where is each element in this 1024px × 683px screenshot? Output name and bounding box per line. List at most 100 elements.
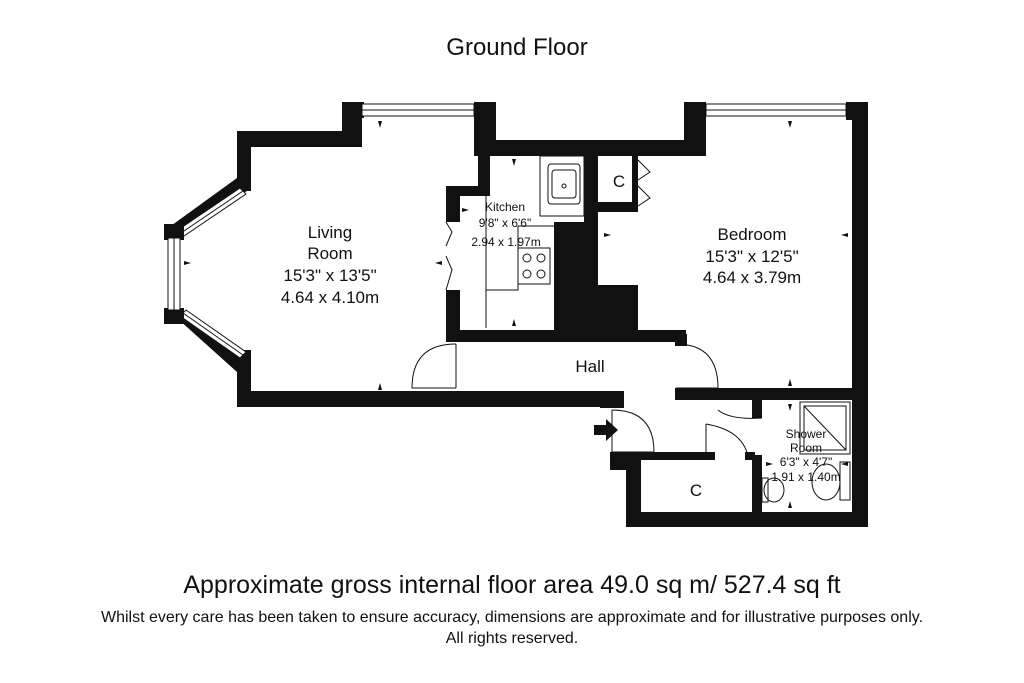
sink-drain xyxy=(561,183,567,189)
floor-title: Ground Floor xyxy=(446,34,587,61)
shower-tray-inner xyxy=(803,405,847,451)
disclaimer-line1: Whilst every care has been taken to ensu… xyxy=(100,609,924,626)
dimension-arrow xyxy=(841,462,848,466)
wall-segment xyxy=(446,290,460,342)
wall-segment xyxy=(640,452,706,460)
living-door xyxy=(411,343,457,389)
bay-window xyxy=(164,178,251,372)
wall-segment xyxy=(675,334,687,346)
washbasin-icon xyxy=(839,461,851,501)
window-pane-line xyxy=(180,190,244,234)
shower-room-name-line1: Shower xyxy=(786,427,827,441)
wall-segment xyxy=(168,310,251,372)
cupboard-bottom-label: C xyxy=(690,481,702,500)
kitchen-name: Kitchen xyxy=(485,200,525,214)
dimension-arrow xyxy=(841,233,848,237)
wall-segment xyxy=(675,388,855,400)
hall-name: Hall xyxy=(575,357,604,376)
hob-ring xyxy=(536,253,546,263)
wall-segment xyxy=(626,452,641,527)
top-windows xyxy=(361,103,847,117)
chimney-breast xyxy=(598,285,638,335)
sink-icon xyxy=(547,163,581,205)
wall-segment xyxy=(632,156,638,212)
toilet-icon xyxy=(763,477,785,503)
hob-ring xyxy=(522,269,532,279)
worktop xyxy=(539,155,585,217)
dimension-arrow xyxy=(788,404,792,411)
wall-segment xyxy=(168,178,251,236)
shower-room-name-line2: Room xyxy=(790,441,822,455)
room-labels: Living Room 15'3" x 13'5" 4.64 x 4.10m K… xyxy=(281,172,841,500)
wall-segment xyxy=(852,102,868,526)
shower-room-metric: 1.91 x 1.40m xyxy=(771,470,840,484)
sink-bowl xyxy=(551,169,577,199)
entrance-arrow-icon xyxy=(594,419,618,441)
bedroom-door xyxy=(675,343,719,389)
toilet-cistern xyxy=(761,477,769,503)
living-room-imperial: 15'3" x 13'5" xyxy=(283,266,376,285)
wall-segment xyxy=(446,186,486,196)
dimension-arrow xyxy=(378,383,382,390)
wall-segment xyxy=(474,140,684,156)
bedroom-metric: 4.64 x 3.79m xyxy=(703,268,801,287)
living-room-name-line1: Living xyxy=(308,223,352,242)
wall-segment xyxy=(626,512,868,527)
cupboard-door xyxy=(637,159,651,207)
dimension-arrow xyxy=(435,261,442,265)
bifold-door xyxy=(445,221,453,291)
dimension-arrow xyxy=(604,233,611,237)
shower-tray-diagonal xyxy=(803,405,847,451)
dimension-arrow xyxy=(378,121,382,128)
dimension-markers xyxy=(184,121,848,508)
wall-segment xyxy=(705,452,715,460)
disclaimer-line2: All rights reserved. xyxy=(445,630,579,647)
shower-room-imperial: 6'3" x 4'7" xyxy=(780,455,832,469)
dimension-arrow xyxy=(512,319,516,326)
dimension-arrow xyxy=(512,159,516,166)
kitchen-metric: 2.94 x 1.97m xyxy=(471,235,540,249)
bedroom-name: Bedroom xyxy=(718,225,787,244)
cupboard-top-label: C xyxy=(613,172,625,191)
disclaimer: Whilst every care has been taken to ensu… xyxy=(0,607,1024,649)
wall-segment xyxy=(478,140,490,196)
fittings xyxy=(411,155,851,503)
entrance-door xyxy=(611,409,655,453)
floor-area-text: Approximate gross internal floor area 49… xyxy=(183,571,841,599)
dimension-arrow xyxy=(788,379,792,386)
wall-segment xyxy=(164,308,184,324)
hob-ring xyxy=(522,253,532,263)
kitchen-imperial: 9'8" x 6'6" xyxy=(479,216,531,230)
dimension-arrow xyxy=(462,208,469,212)
dimension-arrow xyxy=(766,462,773,466)
wall-segment xyxy=(598,202,638,212)
wall-segment xyxy=(752,455,762,525)
washbasin-bowl xyxy=(811,463,841,501)
worktop-edge xyxy=(486,226,519,291)
dimension-arrow xyxy=(788,501,792,508)
window-pane-line xyxy=(182,312,244,356)
shower-door xyxy=(717,409,763,419)
living-room-metric: 4.64 x 4.10m xyxy=(281,288,379,307)
wall-segment xyxy=(610,452,640,470)
wall-segment xyxy=(752,398,762,418)
dimension-arrow xyxy=(184,261,191,265)
wall-segment xyxy=(237,131,251,191)
shower-tray-icon xyxy=(799,401,851,455)
living-room-name-line2: Room xyxy=(307,244,352,263)
wall-segment xyxy=(164,224,184,240)
wall-segment xyxy=(745,452,755,460)
bedroom-imperial: 15'3" x 12'5" xyxy=(705,247,798,266)
wall-segment xyxy=(584,156,598,226)
wall-segment xyxy=(342,102,364,118)
hob-ring xyxy=(536,269,546,279)
hob-icon xyxy=(517,247,551,285)
wall-segment xyxy=(237,391,624,407)
wall-segment xyxy=(474,102,496,142)
dimension-arrow xyxy=(788,121,792,128)
wall-segment xyxy=(684,102,706,156)
chimney-breast xyxy=(554,222,598,334)
wall-segment xyxy=(247,131,362,147)
walls xyxy=(237,102,868,527)
